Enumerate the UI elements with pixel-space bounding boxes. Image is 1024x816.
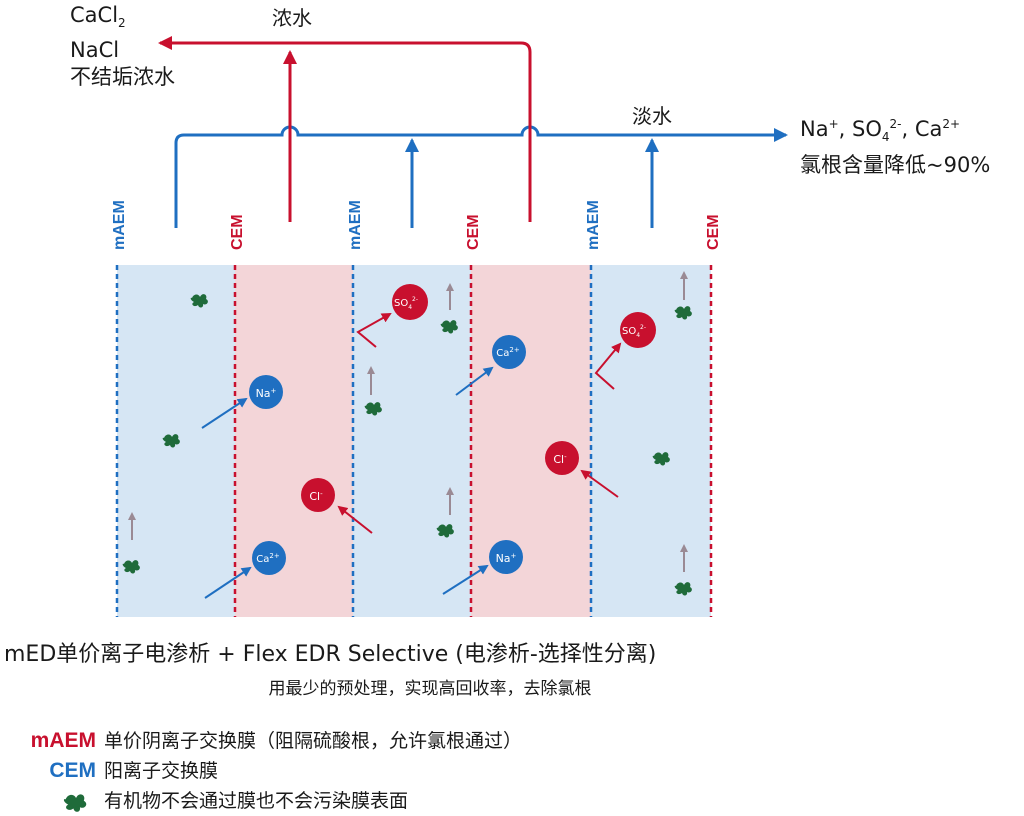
channel-group xyxy=(117,265,711,617)
ions: Na+ Cl- Ca2+ SO42- Ca2+ Na+ SO42- Cl- xyxy=(249,284,656,575)
legend-text-maem: 单价阴离子交换膜（阻隔硫酸根，允许氯根通过） xyxy=(104,730,523,752)
ion-sulfate: SO42- xyxy=(392,284,428,320)
legend-key-cem: CEM xyxy=(49,759,96,782)
concentrate-channel xyxy=(235,265,353,617)
membrane-label: CEM xyxy=(465,214,482,250)
legend-cem: CEM 阳离子交换膜 xyxy=(0,756,218,783)
ion-migration-arrows xyxy=(201,313,622,599)
legend-text-organic: 有机物不会通过膜也不会污染膜表面 xyxy=(104,790,409,812)
ion-chloride: Cl- xyxy=(301,478,335,512)
brine-label: CaCl2 NaCl 不结垢浓水 xyxy=(70,3,175,90)
caption-subtitle: 用最少的预处理，实现高回收率，去除氯根 xyxy=(268,679,592,699)
legend-key-maem: mAEM xyxy=(30,729,96,752)
membrane-label: mAEM xyxy=(585,200,602,250)
dilute-flow xyxy=(174,125,788,228)
cation-arrow xyxy=(201,397,248,429)
anion-reject-arrow xyxy=(356,313,392,348)
organic-blob-icon xyxy=(0,791,96,813)
legend-text-cem: 阳离子交换膜 xyxy=(104,760,219,782)
svg-text:Ca2+: Ca2+ xyxy=(496,346,520,359)
dilute-collector-line xyxy=(174,125,788,228)
ion-sulfate: SO42- xyxy=(620,312,656,348)
membrane-labels: mAEM CEM mAEM CEM mAEM CEM xyxy=(111,200,722,250)
cation-arrow xyxy=(455,366,494,396)
membrane-label: CEM xyxy=(229,214,246,250)
dilute-label: 淡水 xyxy=(632,104,672,128)
ion-sodium: Na+ xyxy=(249,375,283,409)
anion-arrow xyxy=(580,469,619,498)
svg-text:SO42-: SO42- xyxy=(394,296,418,311)
ion-chloride: Cl- xyxy=(545,441,579,475)
svg-text:Na+: Na+ xyxy=(496,552,517,565)
svg-text:Cl-: Cl- xyxy=(553,453,567,466)
concentrate-collector-line xyxy=(158,36,532,222)
svg-text:Ca2+: Ca2+ xyxy=(256,552,280,565)
ion-calcium: Ca2+ xyxy=(252,541,286,575)
product-label: Na+, SO42-, Ca2+ 氯根含量降低~90% xyxy=(800,117,991,178)
electrodialysis-diagram: mAEM CEM mAEM CEM mAEM CEM xyxy=(111,36,788,617)
legend-maem: mAEM 单价阴离子交换膜（阻隔硫酸根，允许氯根通过） xyxy=(0,726,522,753)
cation-arrow xyxy=(204,566,252,599)
membrane-lines xyxy=(115,265,713,617)
ion-calcium: Ca2+ xyxy=(492,335,526,369)
anion-reject-arrow xyxy=(594,342,622,390)
svg-text:Na+: Na+ xyxy=(256,387,277,400)
svg-text:SO42-: SO42- xyxy=(622,324,646,339)
cation-arrow xyxy=(442,564,489,595)
svg-text:Cl-: Cl- xyxy=(309,490,323,503)
caption-title: mED单价离子电渗析 + Flex EDR Selective (电渗析-选择性… xyxy=(4,642,657,667)
membrane-label: CEM xyxy=(705,214,722,250)
membrane-label: mAEM xyxy=(347,200,364,250)
legend-organic: 有机物不会通过膜也不会污染膜表面 xyxy=(0,786,408,813)
concentrate-flow xyxy=(158,36,532,222)
anion-arrow xyxy=(337,505,373,534)
membrane-label: mAEM xyxy=(111,200,128,250)
ion-sodium: Na+ xyxy=(489,540,523,574)
flow-arrows xyxy=(128,271,688,572)
concentrate-channel xyxy=(471,265,591,617)
concentrate-label: 浓水 xyxy=(272,6,312,30)
